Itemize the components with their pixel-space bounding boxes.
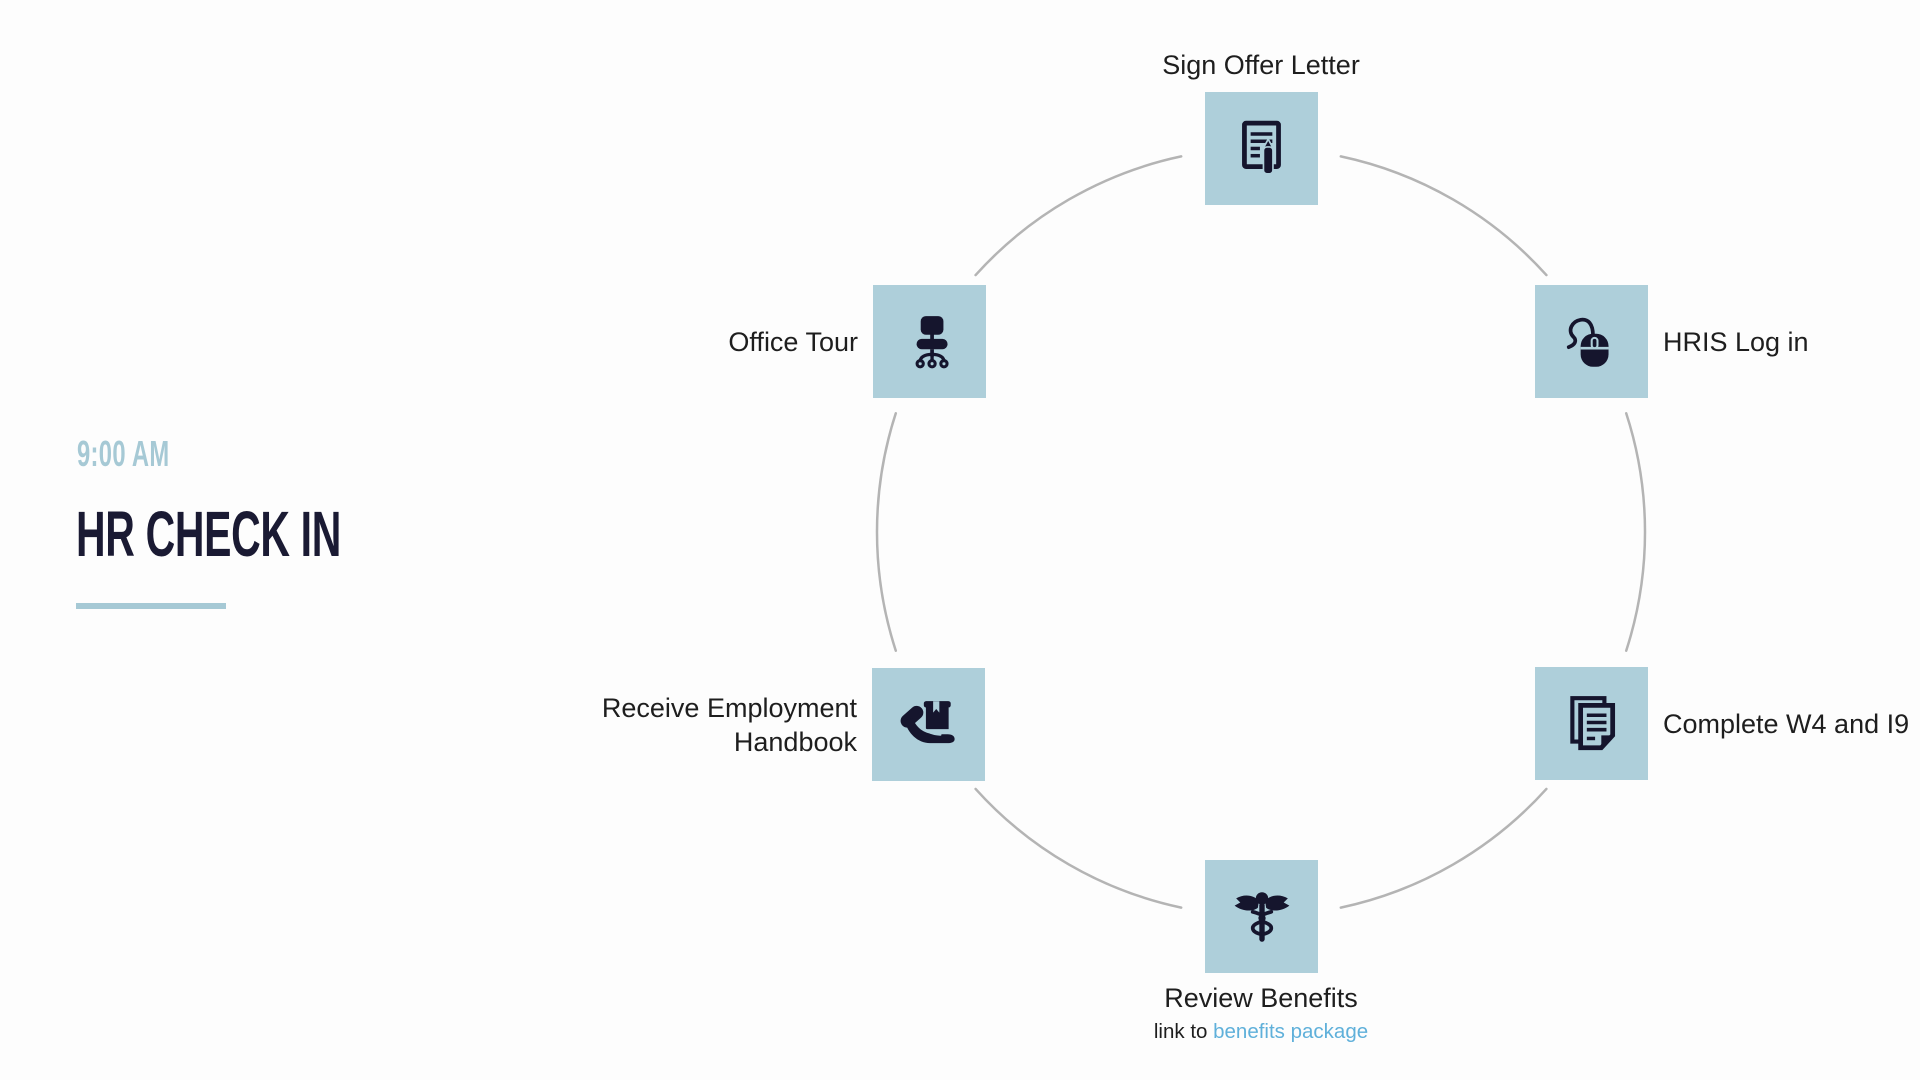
step-label-receive-handbook: Receive Employment Handbook bbox=[601, 692, 857, 757]
computer-mouse-icon bbox=[1566, 317, 1609, 367]
step-box-complete-w4-i9 bbox=[1535, 667, 1648, 780]
circle-arc-segment bbox=[875, 412, 898, 652]
title-underline bbox=[76, 603, 226, 609]
benefits-link-prefix: link to bbox=[1153, 1020, 1214, 1043]
step-label-review-benefits: Review Benefits bbox=[1164, 983, 1358, 1013]
circle-arc-segment bbox=[1339, 155, 1548, 277]
document-pencil-icon bbox=[1241, 120, 1281, 175]
step-label-complete-w4-i9: Complete W4 and I9 bbox=[1663, 708, 1910, 739]
step-box-hris-login bbox=[1535, 285, 1648, 398]
benefits-package-link[interactable]: benefits package bbox=[1213, 1020, 1369, 1043]
circle-arc-segment bbox=[1624, 412, 1647, 652]
step-label-sign-offer-letter: Sign Offer Letter bbox=[1162, 50, 1360, 80]
step-label-office-tour: Office Tour bbox=[728, 326, 858, 357]
step-box-receive-handbook bbox=[872, 668, 985, 781]
caduceus-icon bbox=[1234, 891, 1289, 942]
time-label: 9:00 AM bbox=[77, 433, 170, 474]
circle-arc-segment bbox=[974, 155, 1183, 277]
paperwork-stack-icon bbox=[1569, 695, 1615, 750]
step-box-office-tour bbox=[873, 285, 986, 398]
circle-arc-segment bbox=[974, 787, 1183, 909]
step-box-review-benefits bbox=[1205, 860, 1318, 973]
office-chair-icon bbox=[915, 315, 949, 368]
page-title: HR CHECK IN bbox=[76, 498, 341, 570]
step-label-hris-login: HRIS Log in bbox=[1663, 326, 1809, 357]
benefits-link-line: link to benefits package bbox=[1154, 1020, 1368, 1045]
hand-holding-book-icon bbox=[900, 700, 955, 743]
step-box-sign-offer-letter bbox=[1205, 92, 1318, 205]
circle-arc-segment bbox=[1339, 787, 1548, 909]
